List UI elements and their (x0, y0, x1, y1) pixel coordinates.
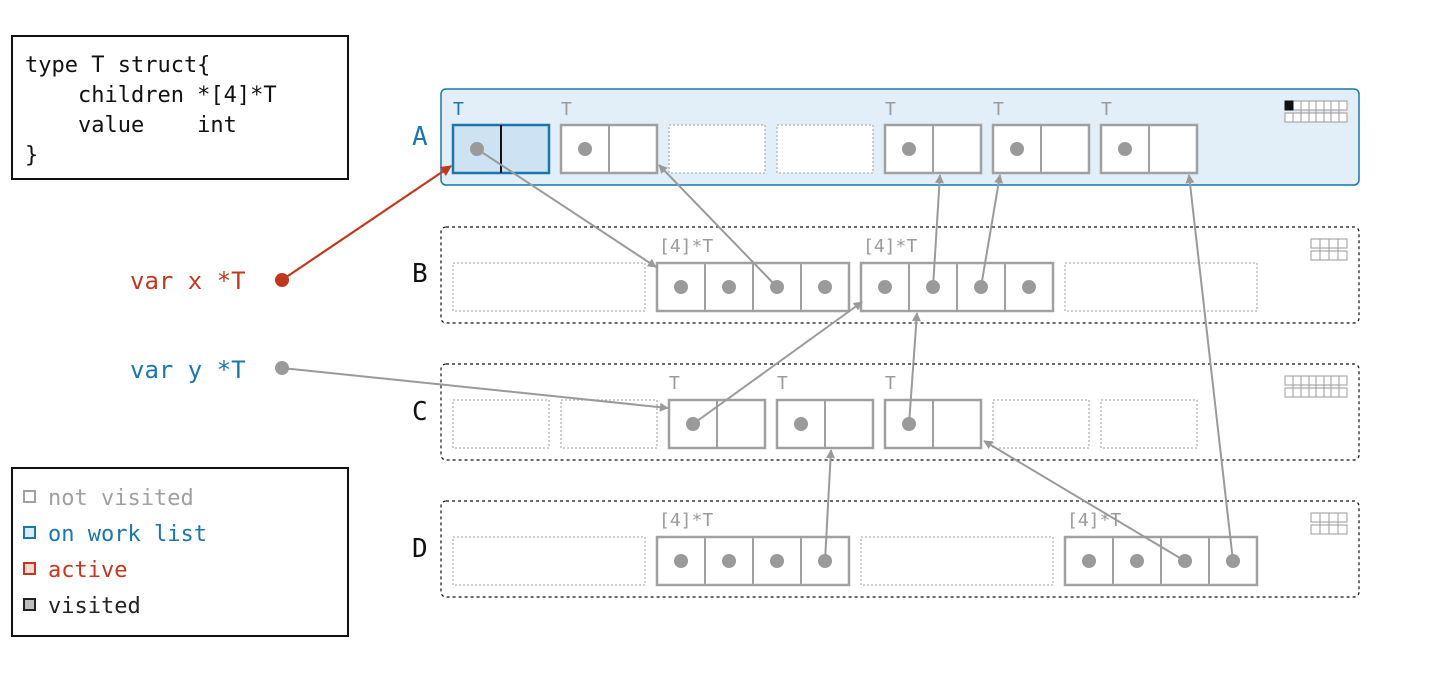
legend-swatch (23, 490, 36, 503)
arrow-y-to-c3 (281, 367, 669, 412)
row-label-b: B (412, 259, 428, 289)
arrow-d2-to-c5 (983, 440, 1186, 562)
array-b2: [4]*T (859, 236, 1055, 313)
var-x: var x *T (130, 267, 289, 295)
legend-swatch (23, 598, 36, 611)
pointer-dot (1022, 280, 1036, 294)
code-line-1: type T struct{ (25, 53, 210, 78)
pointer-arrows (281, 148, 1234, 562)
free-slot-b1 (452, 262, 646, 312)
legend-label: not visited (48, 486, 194, 511)
free-slot-a3 (668, 124, 766, 174)
object-a6: T (991, 99, 1091, 175)
pointer-dot (902, 142, 916, 156)
array-d2: [4]*T (1063, 510, 1259, 587)
pointer-dot (578, 142, 592, 156)
code-line-2: children *[4]*T (25, 83, 277, 108)
legend-item-on-work-list: on work list (23, 522, 207, 547)
object-a2: T (559, 99, 659, 175)
object-type-label: T (885, 99, 896, 120)
free-slot-a4 (776, 124, 874, 174)
object-c4: T (775, 373, 875, 450)
var-y: var y *T (130, 356, 289, 384)
object-type-label: [4]*T (659, 236, 713, 257)
free-slot-d2 (860, 536, 1054, 586)
object-type-label: [4]*T (863, 236, 917, 257)
object-type-label: T (669, 373, 680, 394)
arrow-d1-to-c4 (824, 449, 836, 562)
pointer-dot (1082, 554, 1096, 568)
free-slot-c7 (1100, 399, 1198, 449)
arrow-b2-to-a5 (932, 174, 944, 288)
var-x-label: var x *T (130, 267, 246, 295)
free-slot-c2 (560, 399, 658, 449)
arrow-d2-to-a7 (1185, 174, 1234, 562)
code-box: type T struct{ children *[4]*T value int… (11, 35, 349, 180)
legend-label: visited (48, 594, 141, 619)
arrow-b2-to-a6 (980, 174, 1004, 288)
pointer-dot (878, 280, 892, 294)
arrow-x-to-a1 (281, 165, 452, 281)
span-a-bitmap (1284, 100, 1348, 123)
pointer-dot (722, 554, 736, 568)
legend-item-visited: visited (23, 594, 141, 619)
object-a1-active: T (451, 99, 551, 175)
code-line-3: value int (25, 113, 237, 138)
pointer-dot (674, 554, 688, 568)
pointer-dot (818, 280, 832, 294)
legend-label: active (48, 558, 127, 583)
arrow-c3-to-b2 (692, 301, 863, 425)
span-d-bitmap (1310, 512, 1348, 535)
object-type-label: T (993, 99, 1004, 120)
array-d1: [4]*T (655, 510, 851, 587)
arrow-c5-to-b2 (908, 312, 921, 425)
object-type-label: T (885, 373, 896, 394)
legend-item-active: active (23, 558, 127, 583)
pointer-dot (722, 280, 736, 294)
object-type-label: T (453, 99, 464, 120)
object-c5: T (883, 373, 983, 450)
pointer-dot (770, 554, 784, 568)
array-b1: [4]*T (655, 236, 851, 313)
legend-box: not visited on work list active visited (11, 467, 349, 637)
free-slot-d1 (452, 536, 646, 586)
object-a5: T (883, 99, 983, 175)
pointer-dot (1010, 142, 1024, 156)
object-type-label: [4]*T (1067, 510, 1121, 531)
object-c3: T (667, 373, 767, 450)
free-slot-b2 (1064, 262, 1258, 312)
var-y-label: var y *T (130, 356, 246, 384)
object-type-label: T (777, 373, 788, 394)
legend-swatch (23, 562, 36, 575)
span-b-bitmap (1310, 238, 1348, 261)
legend-label: on work list (48, 522, 207, 547)
code-line-4: } (25, 143, 38, 168)
span-c-bitmap (1284, 375, 1348, 398)
row-label-c: C (412, 397, 428, 427)
pointer-dot (674, 280, 688, 294)
legend-item-not-visited: not visited (23, 486, 194, 511)
free-slot-c1 (452, 399, 550, 449)
row-label-d: D (412, 534, 428, 564)
object-type-label: T (1101, 99, 1112, 120)
object-a7: T (1099, 99, 1199, 175)
object-type-label: [4]*T (659, 510, 713, 531)
pointer-dot (1130, 554, 1144, 568)
pointer-dot (794, 417, 808, 431)
pointer-dot (1118, 142, 1132, 156)
arrow-a1-to-b1 (476, 148, 657, 268)
legend-swatch (23, 526, 36, 539)
object-type-label: T (561, 99, 572, 120)
arrow-b1-to-a2 (658, 164, 778, 288)
row-label-a: A (412, 122, 428, 152)
free-slot-c6 (992, 399, 1090, 449)
